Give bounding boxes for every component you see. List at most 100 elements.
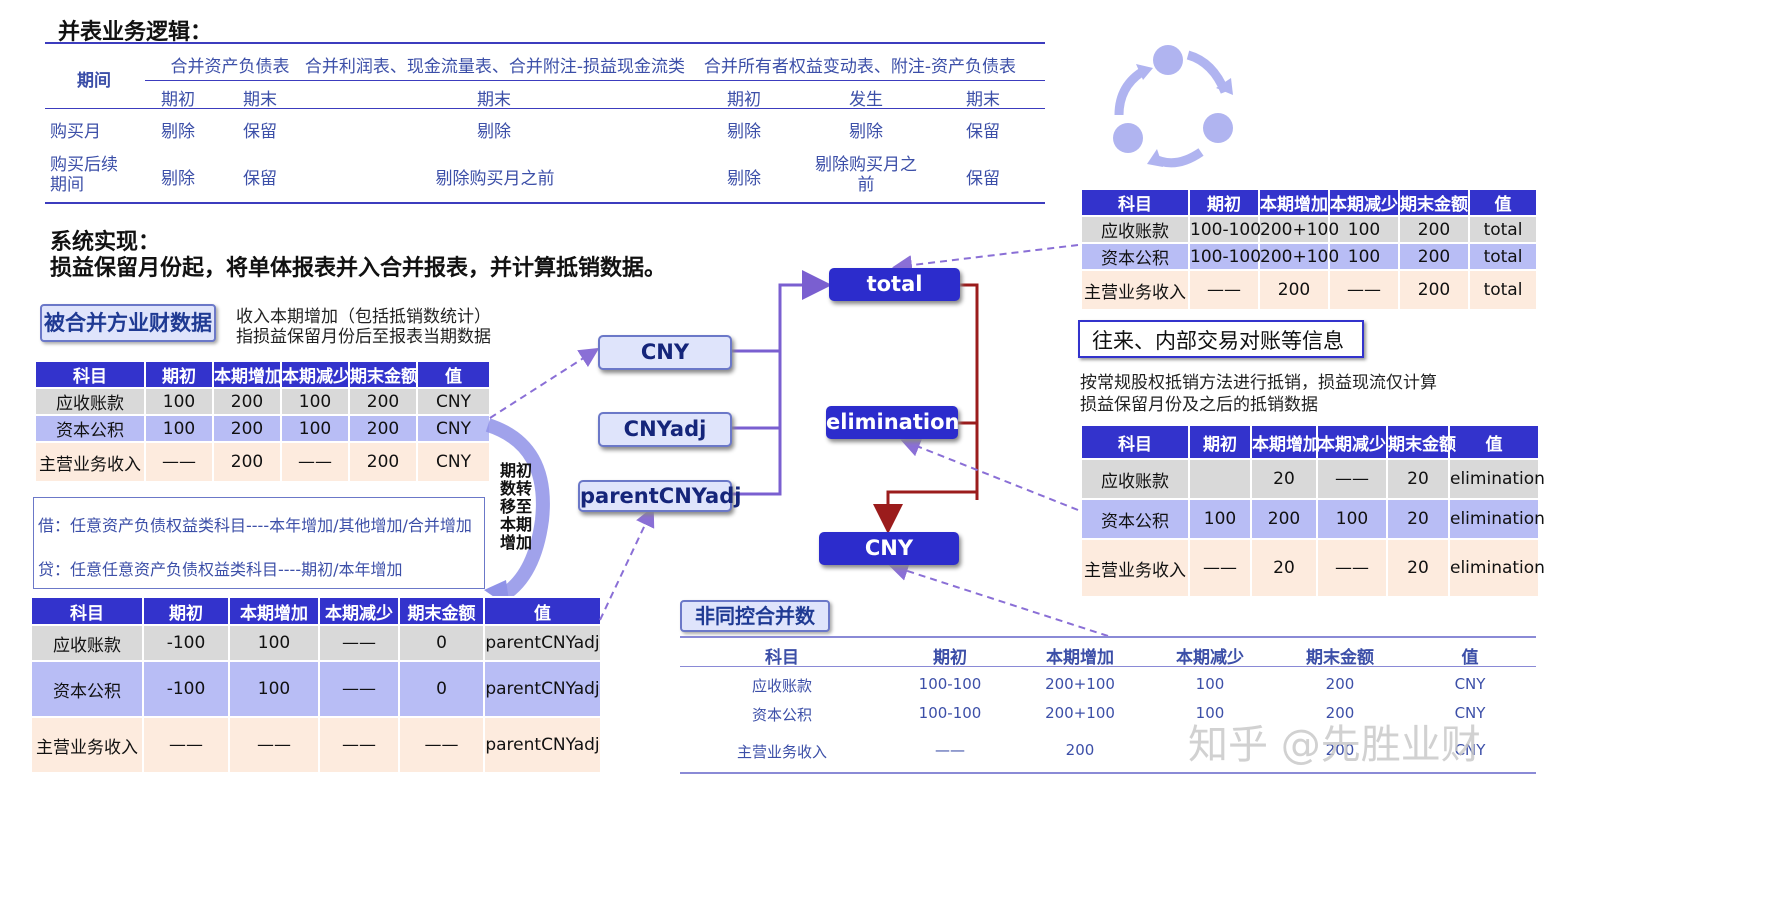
table-cell: 200	[1258, 269, 1330, 311]
table-cell: 100-100	[918, 675, 982, 693]
logic-cell: 保留	[966, 122, 1000, 142]
table-cell: 100-100	[1188, 215, 1261, 244]
table-cell: ——	[318, 660, 400, 718]
table-cell: ——	[318, 716, 400, 774]
table-cell: 主营业务收入	[30, 716, 144, 774]
row-label: 购买后续期间	[50, 155, 118, 195]
table-cell: 20	[1250, 538, 1318, 598]
elimination-table: 科目 期初 本期增加 本期减少 期末金额 值 应收账款 20 —— 20 eli…	[1080, 424, 1545, 598]
merged-party-note-1: 收入本期增加（包括抵销数统计）	[236, 307, 491, 327]
sub-header: 期末	[243, 90, 277, 110]
logic-title: 并表业务逻辑：	[58, 20, 213, 45]
table-cell: 200	[1325, 704, 1355, 722]
table-cell: 应收账款	[34, 387, 146, 416]
table-cell: elimination	[1448, 498, 1545, 540]
system-title: 系统实现：	[50, 230, 161, 255]
table-cell: parentCNYadj	[483, 716, 602, 774]
table-cell: total	[1468, 215, 1538, 244]
sub-header: 期初	[727, 90, 761, 110]
table-header: 本期增加	[1258, 188, 1330, 217]
table-cell: 20	[1386, 498, 1450, 540]
table-header: 科目	[765, 648, 799, 668]
non-common-title: 非同控合并数	[680, 600, 830, 632]
table-header: 科目	[1080, 424, 1190, 460]
table-header: 值	[1461, 648, 1479, 668]
table-cell: 200	[1250, 498, 1318, 540]
table-cell: 100	[1316, 498, 1388, 540]
table-cell: 200	[348, 414, 418, 443]
table-cell: 0	[398, 624, 485, 662]
table-cell	[1188, 458, 1252, 500]
merged-party-title: 被合并方业财数据	[40, 304, 216, 342]
table-cell: ——	[935, 741, 965, 759]
table-cell: 200	[1065, 741, 1095, 759]
table-header: 科目	[1080, 188, 1190, 217]
table-cell: CNY	[1454, 675, 1486, 693]
logic-cell: 剔除购买月之前	[815, 155, 917, 195]
total-table: 科目 期初 本期增加 本期减少 期末金额 值 应收账款 100-100 200+…	[1080, 188, 1538, 311]
table-cell: 资本公积	[1080, 242, 1190, 271]
logic-cell: 剔除购买月之前	[435, 169, 555, 189]
logic-cell: 剔除	[161, 122, 195, 142]
sub-header: 期末	[966, 90, 1000, 110]
table-cell: 100	[280, 387, 350, 416]
table-cell: ——	[144, 441, 214, 483]
journal-credit: 贷：任意任意资产负债权益类科目----期初/本年增加	[38, 560, 403, 579]
table-header: 本期增加	[1250, 424, 1320, 460]
logic-cell: 剔除	[849, 122, 883, 142]
table-cell: 应收账款	[1080, 215, 1190, 244]
table-header: 期末金额	[398, 596, 485, 626]
table-header: 期初	[144, 360, 214, 389]
transfer-label: 期初数转移至本期增加	[500, 461, 533, 552]
sub-header: 发生	[849, 90, 883, 110]
table-cell: 20	[1386, 538, 1450, 598]
table-cell: 100	[1195, 675, 1225, 693]
table-cell: 200	[1325, 741, 1355, 759]
group-header-equity: 合并所有者权益变动表、附注-资产负债表	[703, 57, 1017, 77]
table-header: 本期增加	[212, 360, 282, 389]
cny-table: 科目 期初 本期增加 本期减少 期末金额 值 应收账款 100 200 100 …	[34, 360, 491, 483]
table-header: 本期减少	[1316, 424, 1388, 460]
table-cell: total	[1468, 242, 1538, 271]
table-cell: CNY	[416, 414, 491, 443]
node-total: total	[829, 268, 960, 301]
logic-cell: 剔除	[161, 169, 195, 189]
intercompany-note-2: 损益保留月份及之后的抵销数据	[1080, 395, 1318, 415]
journal-debit: 借：任意资产负债权益类科目----本年增加/其他增加/合并增加	[38, 516, 472, 535]
table-cell: ——	[142, 716, 230, 774]
table-cell: 200	[1398, 269, 1470, 311]
logic-cell: 剔除	[727, 122, 761, 142]
table-cell: 应收账款	[30, 624, 144, 662]
table-cell: ——	[1316, 458, 1388, 500]
table-cell: ——	[280, 441, 350, 483]
table-header: 本期增加	[228, 596, 320, 626]
table-header: 值	[416, 360, 491, 389]
table-cell: ——	[318, 624, 400, 662]
node-cny-result: CNY	[819, 532, 959, 565]
table-cell: CNY	[1454, 704, 1486, 722]
table-cell: 100	[1328, 215, 1400, 244]
table-header: 值	[483, 596, 602, 626]
table-cell: 200	[1398, 215, 1470, 244]
table-cell: 100	[1188, 498, 1252, 540]
table-cell: 20	[1386, 458, 1450, 500]
sub-header: 期初	[161, 90, 195, 110]
table-header: 本期减少	[318, 596, 400, 626]
journal-box: 借：任意资产负债权益类科目----本年增加/其他增加/合并增加 贷：任意任意资产…	[33, 497, 485, 589]
table-cell: 200	[212, 414, 282, 443]
table-cell: ——	[1316, 538, 1388, 598]
table-cell: ——	[228, 716, 320, 774]
table-cell: 200+100	[1258, 215, 1339, 244]
table-cell: CNY	[416, 387, 491, 416]
cycle-icon	[1113, 45, 1233, 168]
table-cell: 100-100	[1188, 242, 1261, 271]
merged-party-note-2: 指损益保留月份后至报表当期数据	[236, 327, 491, 347]
table-cell: 200	[1398, 242, 1470, 271]
table-cell: 主营业务收入	[736, 743, 827, 761]
table-cell: 200	[1325, 675, 1355, 693]
table-cell: parentCNYadj	[483, 624, 602, 662]
table-cell: 200	[348, 441, 418, 483]
table-cell: ——	[398, 716, 485, 774]
logic-cell: 剔除	[477, 122, 511, 142]
